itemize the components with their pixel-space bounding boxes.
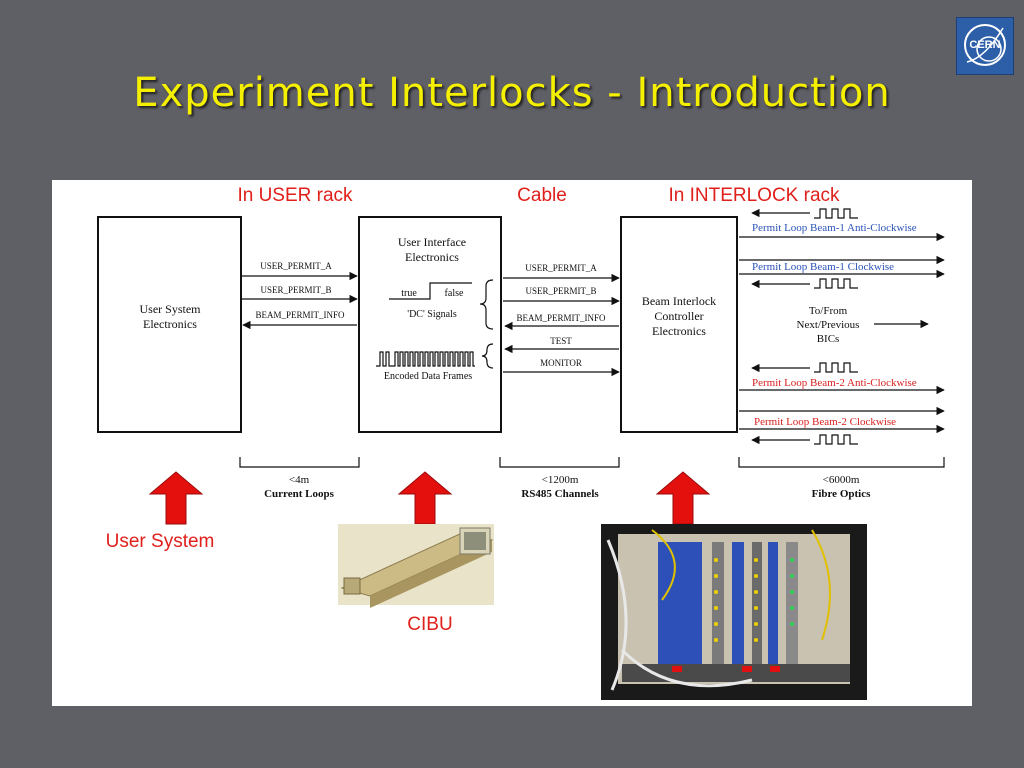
- loop-beam1-clockwise: Permit Loop Beam-1 Clockwise: [752, 261, 894, 273]
- user-interface-box-line2: Electronics: [405, 250, 459, 264]
- loop1-pulses: [814, 208, 858, 219]
- span-rs485-bracket: [499, 457, 620, 468]
- span-fibre-label: Fibre Optics: [812, 488, 871, 500]
- to-from-line3: BICs: [817, 333, 840, 345]
- dc-false-label: false: [445, 288, 464, 299]
- cibu-photo: [338, 524, 494, 608]
- cern-logo-icon: CERN: [964, 24, 1006, 66]
- loop3-pulses: [814, 362, 858, 373]
- slide-title: Experiment Interlocks - Introduction: [133, 70, 891, 116]
- span-current-loops-distance: <4m: [289, 474, 310, 486]
- cibu-label: CIBU: [407, 614, 452, 635]
- to-from-line1: To/From: [809, 305, 848, 317]
- cern-logo: CERN: [956, 17, 1014, 75]
- loop4-pulses: [814, 434, 858, 445]
- user-system-box-line2: Electronics: [143, 317, 197, 331]
- loop-beam2-anticlockwise: Permit Loop Beam-2 Anti-Clockwise: [752, 377, 917, 389]
- left-signal-label-1: USER_PERMIT_A: [260, 261, 332, 271]
- bic-box-line1: Beam Interlock: [642, 294, 716, 308]
- cable-signal-label-1: USER_PERMIT_A: [525, 263, 597, 273]
- dc-caption: 'DC' Signals: [407, 309, 457, 320]
- bic-box-line2: Controller: [654, 309, 703, 323]
- user-system-up-arrow: [148, 471, 204, 525]
- left-signal-label-3: BEAM_PERMIT_INFO: [255, 310, 345, 320]
- user-interface-box: [358, 216, 502, 433]
- bic-box: [620, 216, 738, 433]
- cern-logo-text: CERN: [969, 39, 1000, 51]
- dc-signal-waveform: [389, 282, 472, 300]
- bic-crate-photo: [601, 524, 867, 700]
- diagram-panel: In USER rack Cable In INTERLOCK rack Use…: [52, 180, 972, 706]
- encoded-frames-waveform: [376, 351, 475, 367]
- cable-signal-label-4: TEST: [550, 336, 572, 346]
- frames-caption: Encoded Data Frames: [384, 371, 472, 382]
- loop2-pulses: [814, 278, 858, 289]
- header-user-rack: In USER rack: [237, 185, 353, 206]
- dc-brace: [479, 279, 494, 330]
- span-rs485-label: RS485 Channels: [521, 488, 599, 500]
- span-rs485-distance: <1200m: [542, 474, 579, 486]
- frames-brace: [481, 343, 494, 369]
- cable-signal-label-2: USER_PERMIT_B: [525, 286, 596, 296]
- cable-signal-label-5: MONITOR: [540, 358, 582, 368]
- header-interlock-rack: In INTERLOCK rack: [668, 185, 840, 206]
- cable-signal-label-3: BEAM_PERMIT_INFO: [516, 313, 606, 323]
- user-interface-box-line1: User Interface: [398, 235, 466, 249]
- user-system-label: User System: [106, 531, 215, 552]
- bic-up-arrow: [655, 471, 711, 525]
- header-cable: Cable: [517, 185, 567, 206]
- span-current-loops-bracket: [239, 457, 360, 468]
- user-system-box: [97, 216, 242, 433]
- cibu-up-arrow: [397, 471, 453, 525]
- loop-beam1-anticlockwise: Permit Loop Beam-1 Anti-Clockwise: [752, 222, 917, 234]
- to-from-line2: Next/Previous: [797, 319, 860, 331]
- span-current-loops-label: Current Loops: [264, 488, 334, 500]
- dc-true-label: true: [401, 288, 417, 299]
- span-fibre-distance: <6000m: [823, 474, 860, 486]
- bic-box-line3: Electronics: [652, 324, 706, 338]
- left-signal-label-2: USER_PERMIT_B: [260, 285, 331, 295]
- loop-beam2-clockwise: Permit Loop Beam-2 Clockwise: [754, 416, 896, 428]
- interlock-diagram: In USER rack Cable In INTERLOCK rack Use…: [97, 185, 945, 700]
- span-fibre-bracket: [738, 457, 945, 468]
- user-system-box-line1: User System: [140, 302, 202, 316]
